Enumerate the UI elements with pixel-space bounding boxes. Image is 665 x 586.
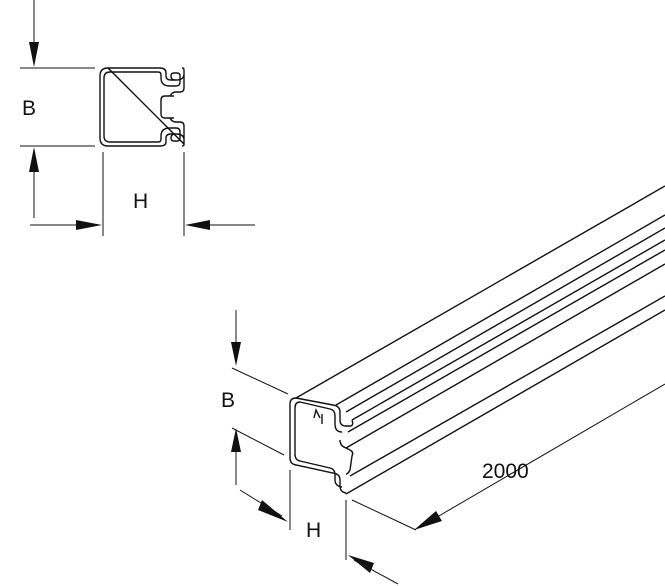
body-edge-bottom (345, 309, 665, 495)
body-edge-groove-bottom (347, 249, 665, 433)
arrow-icon (231, 428, 241, 452)
cross-section-label-b: B (22, 97, 36, 120)
body-edge-lower-groove (345, 263, 665, 449)
cross-section-view: B H (20, 0, 255, 236)
iso-extension-bottom (231, 427, 285, 456)
length-extension-line (351, 499, 417, 531)
duct-profile-outer (99, 67, 185, 147)
isometric-view: B H 2000 (221, 185, 665, 585)
duct-profile-inner (103, 71, 181, 143)
arrow-icon (185, 220, 210, 230)
iso-front-profile-inner (294, 401, 343, 488)
body-edge-top-back (295, 185, 665, 399)
arrow-icon (76, 220, 102, 230)
body-edge-groove-mid (351, 239, 665, 421)
arrow-icon (231, 342, 241, 366)
cross-section-label-h: H (133, 190, 148, 213)
arrow-icon (29, 147, 39, 172)
iso-extension-top (231, 367, 289, 395)
body-edge-top-front (335, 214, 665, 406)
length-dimension-line (419, 383, 665, 528)
iso-label-b: B (221, 389, 235, 412)
body-edge-lower (349, 295, 665, 477)
iso-notch (313, 407, 323, 424)
length-label: 2000 (482, 460, 529, 483)
arrow-icon (414, 511, 442, 530)
body-edge-groove-top (345, 227, 665, 413)
arrow-icon (29, 42, 39, 67)
iso-front-profile (289, 397, 354, 494)
arrow-icon (258, 500, 288, 522)
duct-profile-lip-top (169, 91, 177, 123)
arrow-icon (348, 555, 374, 573)
iso-label-h: H (306, 519, 321, 542)
